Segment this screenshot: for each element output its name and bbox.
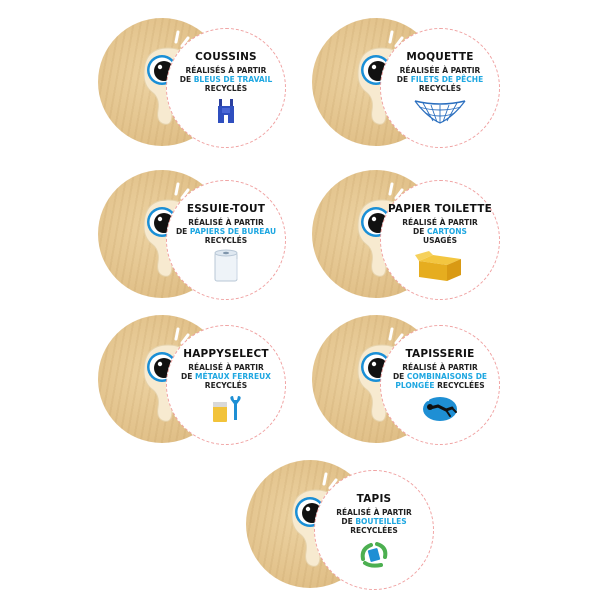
info-disc: PAPIER TOILETTE RÉALISÉ À PARTIR DE CART… (380, 180, 500, 300)
badge-tapis: TAPIS RÉALISÉ À PARTIR DE BOUTEILLES REC… (246, 450, 436, 600)
info-disc: MOQUETTE RÉALISÉE À PARTIR DE FILETS DE … (380, 28, 500, 148)
recycle-icon (360, 542, 388, 568)
badge-title: TAPISSERIE (405, 348, 475, 360)
badge-coussins: COUSSINS RÉALISÉS À PARTIR DE BLEUS DE T… (98, 8, 288, 158)
badge-description: RÉALISÉ À PARTIR DE COMBINAISONS DE PLON… (392, 363, 488, 390)
badge-title: MOQUETTE (406, 51, 474, 63)
info-disc: COUSSINS RÉALISÉS À PARTIR DE BLEUS DE T… (166, 28, 286, 148)
badge-title: PAPIER TOILETTE (388, 203, 492, 215)
info-disc: ESSUIE-TOUT RÉALISÉ À PARTIR DE PAPIERS … (166, 180, 286, 300)
tools-icon (213, 396, 241, 422)
badge-essuie-tout: ESSUIE-TOUT RÉALISÉ À PARTIR DE PAPIERS … (98, 160, 288, 310)
overalls-icon (218, 99, 234, 123)
badge-title: COUSSINS (195, 51, 257, 63)
diver-icon (423, 396, 457, 421)
info-disc: TAPISSERIE RÉALISÉ À PARTIR DE COMBINAIS… (380, 325, 500, 445)
badge-description: RÉALISÉ À PARTIR DE PAPIERS DE BUREAU RE… (175, 218, 277, 245)
badge-title: ESSUIE-TOUT (186, 203, 266, 215)
badge-title: TAPIS (356, 493, 392, 505)
badge-papier-toilette: PAPIER TOILETTE RÉALISÉ À PARTIR DE CART… (312, 160, 502, 310)
badge-description: RÉALISÉ À PARTIR DE BOUTEILLES RECYCLÉES (336, 508, 412, 535)
badge-description: RÉALISÉE À PARTIR DE FILETS DE PÊCHE REC… (396, 66, 484, 93)
fishing-net-icon (414, 100, 466, 124)
badge-description: RÉALISÉS À PARTIR DE BLEUS DE TRAVAIL RE… (179, 66, 273, 93)
badge-moquette: MOQUETTE RÉALISÉE À PARTIR DE FILETS DE … (312, 8, 502, 158)
info-disc: HAPPYSELECT RÉALISÉ À PARTIR DE MÉTAUX F… (166, 325, 286, 445)
paper-roll-icon (214, 249, 238, 282)
info-disc: TAPIS RÉALISÉ À PARTIR DE BOUTEILLES REC… (314, 470, 434, 590)
badge-happyselect: HAPPYSELECT RÉALISÉ À PARTIR DE MÉTAUX F… (98, 305, 288, 455)
badge-tapisserie: TAPISSERIE RÉALISÉ À PARTIR DE COMBINAIS… (312, 305, 502, 455)
badge-description: RÉALISÉ À PARTIR DE MÉTAUX FERREUX RECYC… (181, 363, 271, 390)
cardboard-box-icon (415, 251, 461, 281)
badge-description: RÉALISÉ À PARTIR DE CARTONS USAGÉS (402, 218, 478, 245)
badge-title: HAPPYSELECT (183, 348, 269, 360)
